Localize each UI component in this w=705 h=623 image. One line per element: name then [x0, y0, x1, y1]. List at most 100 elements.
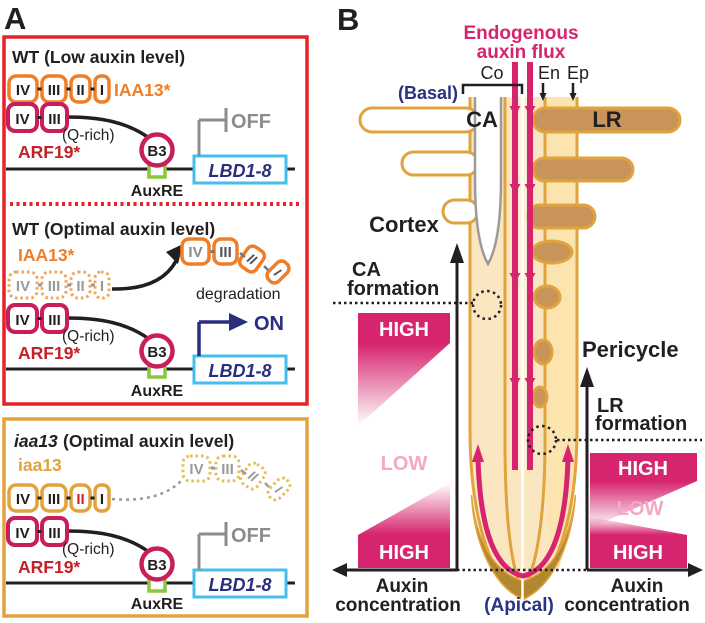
high-label: HIGH — [379, 542, 429, 564]
gradient-wedge — [590, 517, 687, 535]
auxin-flux-stripes — [509, 62, 536, 470]
domain-linker — [38, 283, 42, 287]
high-box-cortex-top — [358, 313, 450, 343]
b3-domain — [139, 546, 175, 582]
lbd-gene-box — [192, 354, 288, 385]
ep-arrowhead — [569, 93, 577, 101]
arf19-domain-chain: IV III — [6, 303, 151, 341]
section-title: WT (Low auxin level) — [12, 47, 185, 67]
basal-label: (Basal) — [398, 83, 458, 103]
domain-label: IV — [16, 82, 30, 99]
domain-label: I — [100, 278, 104, 295]
degradation-arrow — [111, 260, 178, 291]
gradient-wedge — [358, 483, 450, 535]
lbd-gene-box — [192, 568, 288, 599]
domain-box-iii — [40, 516, 69, 547]
domain-linker — [37, 317, 42, 320]
lr-label: LR — [592, 107, 621, 132]
lr-emerged-3 — [526, 203, 597, 230]
cortex-abbrev-label: Co — [480, 63, 503, 83]
domain-label: III — [219, 244, 232, 261]
b3-label: B3 — [147, 143, 166, 160]
lr-formation-line2: formation — [595, 413, 687, 435]
state-label-off: OFF — [231, 111, 271, 133]
degradation-products: IV III II I — [180, 237, 291, 285]
iaa13-chain-degrading: IV III II I — [7, 270, 111, 300]
state-label-on: ON — [254, 313, 284, 335]
cortex-axis-arrowhead — [450, 243, 464, 263]
lbd-gene-box — [192, 154, 288, 185]
ca-tube-small — [441, 198, 480, 225]
domain-linker — [90, 496, 95, 500]
state-label-off: OFF — [231, 525, 271, 547]
gradient-wedge — [358, 343, 450, 426]
b3-label: B3 — [147, 344, 166, 361]
domain-linker — [37, 496, 42, 500]
domain-label: IV — [189, 461, 203, 478]
domain-linker — [37, 87, 42, 91]
section-wt-low: WT (Low auxin level) IV III II I IAA13* … — [6, 47, 295, 200]
iaa13-chain-stable-faint: IV III II I — [181, 454, 292, 502]
activation-arrowhead — [229, 313, 248, 331]
domain-label: IV — [15, 111, 29, 128]
domain-box-iii — [40, 270, 68, 300]
domain-box-i — [93, 74, 111, 104]
repression-symbol — [197, 522, 228, 570]
domain-label: II — [76, 82, 84, 99]
iaa13-protein-label: IAA13* — [18, 245, 75, 265]
domain-box-iv — [7, 483, 39, 513]
domain-linker — [211, 466, 215, 470]
pericycle-axis-arrowhead — [580, 367, 594, 387]
high-label: HIGH — [379, 319, 429, 341]
domain-linker — [239, 252, 246, 258]
domain-box-iv — [180, 237, 211, 266]
arf19-connector — [66, 316, 151, 341]
lr-primordium — [532, 338, 554, 366]
section-iaa13-mutant: iaa13(Optimal auxin level) iaa13 IV III … — [6, 431, 295, 613]
pericycle-axis: Pericycle LR formation HIGH LOW HIGH Aux… — [526, 337, 703, 616]
domain-box-i — [93, 483, 111, 513]
ca-initiation-dotted-circle — [471, 289, 503, 321]
iaa13-protein-label: iaa13 — [18, 455, 62, 475]
high-label: HIGH — [618, 458, 668, 480]
lr-emerged-2 — [531, 156, 635, 183]
domain-label: IV — [15, 525, 29, 542]
iaa13-domain-chain: IV III II I — [7, 74, 111, 104]
qrich-label: (Q-rich) — [62, 328, 115, 345]
lr-primordium — [530, 239, 574, 265]
axis-label-concentration: concentration — [564, 595, 690, 616]
domain-label: II — [76, 278, 84, 295]
domain-box-ii — [237, 244, 267, 274]
domain-label: IV — [16, 278, 30, 295]
arf19-domain-chain: IV III — [6, 516, 151, 554]
lbd-gene-label: LBD1-8 — [208, 361, 271, 381]
ca-label: CA — [466, 107, 498, 132]
domain-box-iv — [181, 454, 212, 483]
domain-linker — [66, 496, 71, 500]
co-bracket — [461, 83, 524, 94]
ca-channel-wall — [473, 97, 503, 267]
domain-linker — [37, 116, 42, 119]
domain-label: III — [48, 312, 61, 329]
ca-formation-line2: formation — [347, 278, 439, 300]
domain-linker — [67, 283, 71, 287]
panel-b-label: B — [337, 2, 359, 37]
auxre-label: AuxRE — [131, 596, 184, 613]
lbd-gene-label: LBD1-8 — [208, 575, 271, 595]
flux-down-arrowheads — [509, 106, 536, 388]
arf19-connector — [66, 115, 151, 140]
domain-linker — [37, 530, 42, 533]
pericycle-label: Pericycle — [582, 337, 679, 362]
panel-a: A WT (Low auxin level) IV III II I IAA13… — [2, 1, 309, 618]
domain-box-i — [93, 270, 111, 300]
apical-label: (Apical) — [484, 595, 554, 616]
root-cap — [470, 494, 577, 600]
ca-channel — [475, 97, 501, 264]
iaa13-protein-label: IAA13* — [114, 80, 171, 100]
domain-box-iii — [214, 454, 241, 483]
arf19-domain-chain: IV III — [6, 102, 151, 140]
domain-box-iv — [6, 303, 39, 334]
high-box-pericycle-top — [590, 453, 697, 481]
reflux-arrowhead-right — [562, 444, 574, 462]
